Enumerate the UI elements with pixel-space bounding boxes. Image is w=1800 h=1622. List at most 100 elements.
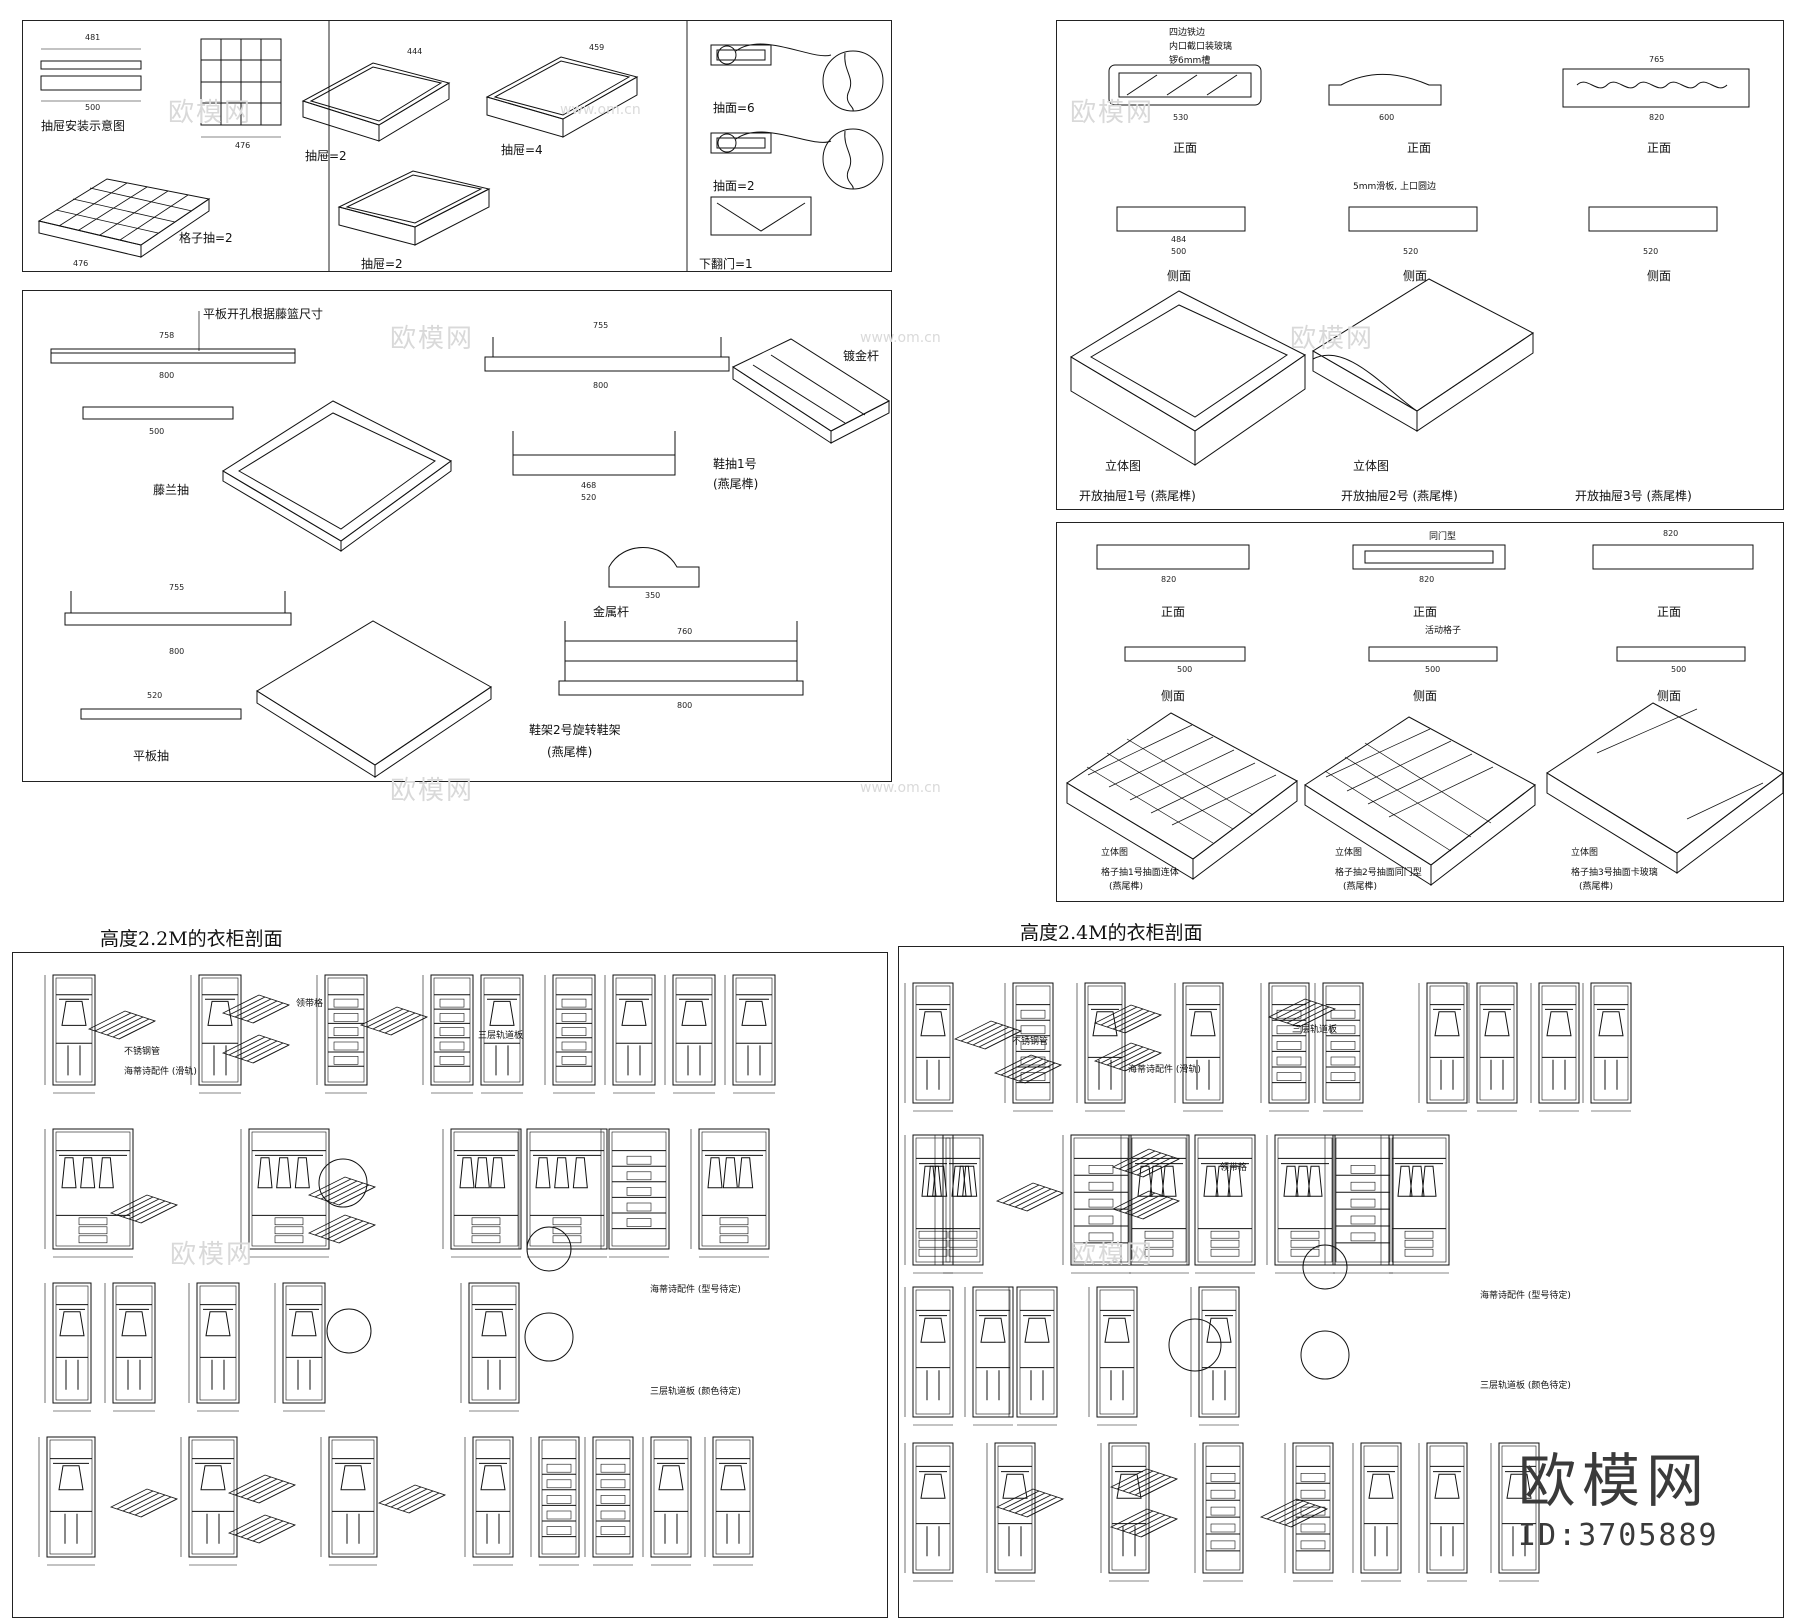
- label-side-c2: 侧面: [1403, 269, 1428, 283]
- label-3d-c1: 立体图: [1105, 459, 1142, 473]
- dim-800-d: 800: [677, 701, 693, 710]
- dim-500-d2: 500: [1425, 665, 1441, 674]
- accessory-tray: [1109, 1468, 1179, 1498]
- label-front-c3: 正面: [1647, 141, 1672, 155]
- wardrobe-elevation: [1120, 1134, 1190, 1274]
- label-3d-d3: 立体图: [1571, 848, 1599, 858]
- dim-530: 530: [1173, 113, 1189, 122]
- wardrobe-elevation: [1076, 982, 1126, 1112]
- wardrobe-elevation: [1186, 1134, 1256, 1274]
- wardrobe-elevation: [422, 974, 474, 1094]
- sheet-wardrobe-2-4m: [898, 946, 1784, 1618]
- wardrobe-elevation: [472, 974, 524, 1094]
- dim-758: 758: [159, 331, 175, 340]
- label-side-c1: 侧面: [1167, 269, 1192, 283]
- anno-groove: 锣6mm槽: [1169, 56, 1211, 66]
- wardrobe-elevation: [1530, 982, 1580, 1112]
- label-front-d1: 正面: [1161, 605, 1186, 619]
- wardrobe-elevation: [664, 974, 716, 1094]
- detail-circle: [318, 1158, 368, 1208]
- label-drawer-2a: 抽屉=2: [305, 149, 347, 163]
- label-dovetail-a: (燕尾榫): [713, 477, 759, 491]
- label-dovetail-d2: (燕尾榫): [1343, 882, 1378, 892]
- accessory-tray: [377, 1484, 447, 1514]
- wardrobe-elevation: [44, 974, 96, 1094]
- wardrobe-elevation: [1008, 1286, 1058, 1426]
- wardrobe-elevation: [1380, 1134, 1450, 1274]
- label-drawer-install: 抽屉安装示意图: [41, 119, 126, 133]
- accessory-tray: [1109, 1508, 1179, 1538]
- dim-500-d1: 500: [1177, 665, 1193, 674]
- wardrobe-elevation: [1418, 982, 1468, 1112]
- panel-drawer-install: 481 500 抽屉安装示意图 476 格子抽=2 476 444 459 抽屉…: [22, 20, 892, 272]
- detail-circle: [524, 1312, 574, 1362]
- accessory-tray: [221, 994, 291, 1024]
- panel-grid-drawers: 同门型 820 820 820 正面 正面 正面 活动格子 500 500 50…: [1056, 522, 1784, 902]
- dim-760: 760: [677, 627, 693, 636]
- wardrobe-elevation: [1352, 1442, 1402, 1582]
- anno-four-edges: 四边铁边: [1169, 28, 1206, 38]
- anno-slide-board: 5mm滑板, 上口圆边: [1353, 182, 1436, 192]
- wardrobe-elevation: [38, 1436, 96, 1566]
- label-drawer-4: 抽屉=4: [501, 143, 543, 157]
- wardrobe-elevation: [1418, 1442, 1468, 1582]
- panel-c-drawings: [1070, 64, 1750, 466]
- dim-765: 765: [1649, 55, 1665, 64]
- accessory-tray: [953, 1020, 1023, 1050]
- brand-logo: 欧模网: [1518, 1447, 1711, 1515]
- accessory-tray: [993, 1054, 1063, 1084]
- label-dovetail-b: (燕尾榫): [547, 745, 593, 759]
- wardrobe-elevations-right: [904, 982, 1632, 1582]
- watermark-4: 欧模网: [1070, 98, 1155, 128]
- label-side-d1: 侧面: [1161, 689, 1186, 703]
- watermark-3: 欧模网: [1290, 324, 1375, 354]
- accessory-tray: [307, 1214, 377, 1244]
- dim-500-a: 500: [149, 427, 165, 436]
- dim-500: 500: [85, 103, 101, 112]
- dim-520-a: 520: [581, 493, 597, 502]
- label-grid-drawer-3: 格子抽3号抽面卡玻璃: [1571, 868, 1658, 878]
- wardrobe-elevation: [584, 1436, 634, 1566]
- section-title-2-4m: 高度2.4M的衣柜剖面: [1020, 922, 1203, 944]
- detail-circle: [326, 1308, 372, 1354]
- detail-circle: [1168, 1318, 1222, 1372]
- dim-755-a: 755: [593, 321, 609, 330]
- label-dovetail-d3: (燕尾榫): [1579, 882, 1614, 892]
- wardrobe-elevation: [904, 1134, 954, 1274]
- wardrobe-elevations-left: [38, 974, 776, 1566]
- dim-500-c: 500: [1171, 247, 1187, 256]
- wardrobe-elevation: [1004, 982, 1054, 1112]
- label-grid-drawer: 格子抽=2: [179, 231, 233, 245]
- wardrobe-elevation: [1190, 1286, 1240, 1426]
- wardrobe-elevation: [180, 1436, 238, 1566]
- wardrobe-elevation: [188, 1282, 240, 1412]
- label-shoe-rack-2: 鞋架2号旋转鞋架: [529, 723, 621, 737]
- dim-820-d2: 820: [1419, 575, 1435, 584]
- watermark-5: 欧模网: [390, 776, 475, 806]
- label-open-drawer-2: 开放抽屉2号 (燕尾榫): [1341, 489, 1458, 503]
- wardrobe-elevation: [904, 1286, 954, 1426]
- label-side-d2: 侧面: [1413, 689, 1438, 703]
- dim-820: 820: [1649, 113, 1665, 122]
- callout-three-track-l: 三层轨道板: [478, 1031, 524, 1041]
- wardrobe-elevation: [1260, 982, 1310, 1112]
- dim-520-b: 520: [147, 691, 163, 700]
- accessory-tray: [109, 1194, 179, 1224]
- accessory-tray: [109, 1488, 179, 1518]
- wardrobe-elevation: [518, 1128, 608, 1258]
- wardrobe-elevation: [1194, 1442, 1244, 1582]
- accessory-tray: [227, 1474, 297, 1504]
- wardrobe-elevation: [464, 1436, 514, 1566]
- dim-444: 444: [407, 47, 423, 56]
- label-side-c3: 侧面: [1647, 269, 1672, 283]
- dim-484-c1: 484: [1171, 235, 1187, 244]
- wardrobe-elevation: [240, 1128, 330, 1258]
- accessory-tray: [307, 1176, 377, 1206]
- accessory-tray: [1093, 1004, 1163, 1034]
- watermark-6: 欧模网: [170, 1240, 255, 1270]
- wardrobe-elevation: [1062, 1134, 1132, 1274]
- label-3d-d2: 立体图: [1335, 848, 1363, 858]
- label-front-c1: 正面: [1173, 141, 1198, 155]
- dim-468: 468: [581, 481, 597, 490]
- detail-circle: [1300, 1330, 1350, 1380]
